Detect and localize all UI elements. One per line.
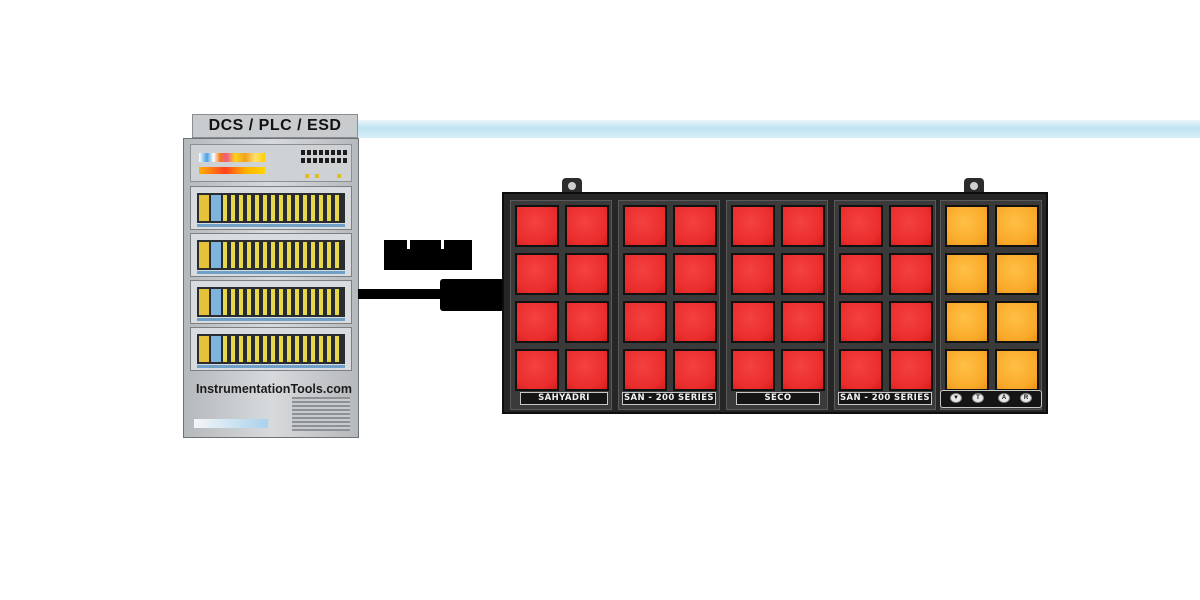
alarm-window[interactable]	[731, 349, 775, 391]
website-label: InstrumentationTools.com	[196, 382, 353, 396]
annunciator-module-4	[834, 200, 936, 410]
link-label-block	[384, 240, 472, 270]
warning-window[interactable]	[995, 253, 1039, 295]
mounting-hook-left	[562, 178, 582, 196]
alarm-window[interactable]	[623, 349, 667, 391]
alarm-window[interactable]	[889, 301, 933, 343]
alarm-window[interactable]	[781, 253, 825, 295]
alarm-window[interactable]	[565, 205, 609, 247]
alarm-window[interactable]	[781, 349, 825, 391]
alarm-window[interactable]	[673, 205, 717, 247]
warning-window[interactable]	[995, 301, 1039, 343]
control-button-panel	[940, 390, 1042, 408]
top-banner-bar	[352, 120, 1200, 138]
annunciator-module-2	[618, 200, 720, 410]
alarm-window[interactable]	[839, 301, 883, 343]
alarm-window[interactable]	[515, 253, 559, 295]
warning-window[interactable]	[995, 349, 1039, 391]
alarm-window[interactable]	[673, 301, 717, 343]
alarm-window[interactable]	[839, 205, 883, 247]
warning-window[interactable]	[995, 205, 1039, 247]
reset-button[interactable]: R	[1020, 393, 1032, 403]
connection-plug	[440, 279, 504, 311]
io-rack-4	[190, 327, 352, 371]
alarm-window[interactable]	[515, 301, 559, 343]
io-rack-3	[190, 280, 352, 324]
alarm-window[interactable]	[565, 301, 609, 343]
alarm-window[interactable]	[565, 253, 609, 295]
cabinet-nameplate	[194, 419, 268, 428]
annunciator-module-5	[940, 200, 1042, 410]
module-label: SAN - 200 SERIES	[838, 392, 932, 405]
color-status-strip-2	[199, 167, 265, 174]
io-rack-1	[190, 186, 352, 230]
alarm-window[interactable]	[623, 301, 667, 343]
alarm-window[interactable]	[889, 205, 933, 247]
alarm-window[interactable]	[673, 349, 717, 391]
alarm-annunciator-panel: SAHYADRI SAN - 200 SERIES SECO SAN - 200 SE…	[502, 192, 1048, 414]
status-led	[305, 174, 309, 178]
color-status-strip	[199, 153, 265, 162]
alarm-window[interactable]	[515, 205, 559, 247]
warning-window[interactable]	[945, 205, 989, 247]
annunciator-module-1	[510, 200, 612, 410]
module-label: SECO	[736, 392, 820, 405]
controller-title: DCS / PLC / ESD	[192, 114, 358, 138]
warning-window[interactable]	[945, 349, 989, 391]
alarm-window[interactable]	[515, 349, 559, 391]
module-label: SAN - 200 SERIES	[622, 392, 716, 405]
annunciator-module-3	[726, 200, 828, 410]
connection-cable	[358, 289, 448, 299]
alarm-window[interactable]	[839, 349, 883, 391]
alarm-window[interactable]	[673, 253, 717, 295]
alarm-window[interactable]	[623, 253, 667, 295]
alarm-window[interactable]	[889, 253, 933, 295]
module-label: SAHYADRI	[520, 392, 608, 405]
mounting-hook-right	[964, 178, 984, 196]
dcs-plc-cabinet: InstrumentationTools.com	[183, 138, 359, 438]
io-rack-2	[190, 233, 352, 277]
alarm-window[interactable]	[839, 253, 883, 295]
status-led	[315, 174, 319, 178]
warning-window[interactable]	[945, 253, 989, 295]
mute-button[interactable]: ▼	[950, 393, 962, 403]
acknowledge-button[interactable]: A	[998, 393, 1010, 403]
alarm-window[interactable]	[781, 205, 825, 247]
ventilation-grille	[292, 397, 350, 431]
alarm-window[interactable]	[623, 205, 667, 247]
alarm-window[interactable]	[731, 205, 775, 247]
led-indicator-grid	[301, 150, 349, 168]
cabinet-display-panel	[190, 144, 352, 182]
warning-window[interactable]	[945, 301, 989, 343]
alarm-window[interactable]	[565, 349, 609, 391]
alarm-window[interactable]	[731, 301, 775, 343]
alarm-window[interactable]	[781, 301, 825, 343]
alarm-window[interactable]	[889, 349, 933, 391]
test-button[interactable]: T	[972, 393, 984, 403]
alarm-window[interactable]	[731, 253, 775, 295]
status-led	[337, 174, 341, 178]
